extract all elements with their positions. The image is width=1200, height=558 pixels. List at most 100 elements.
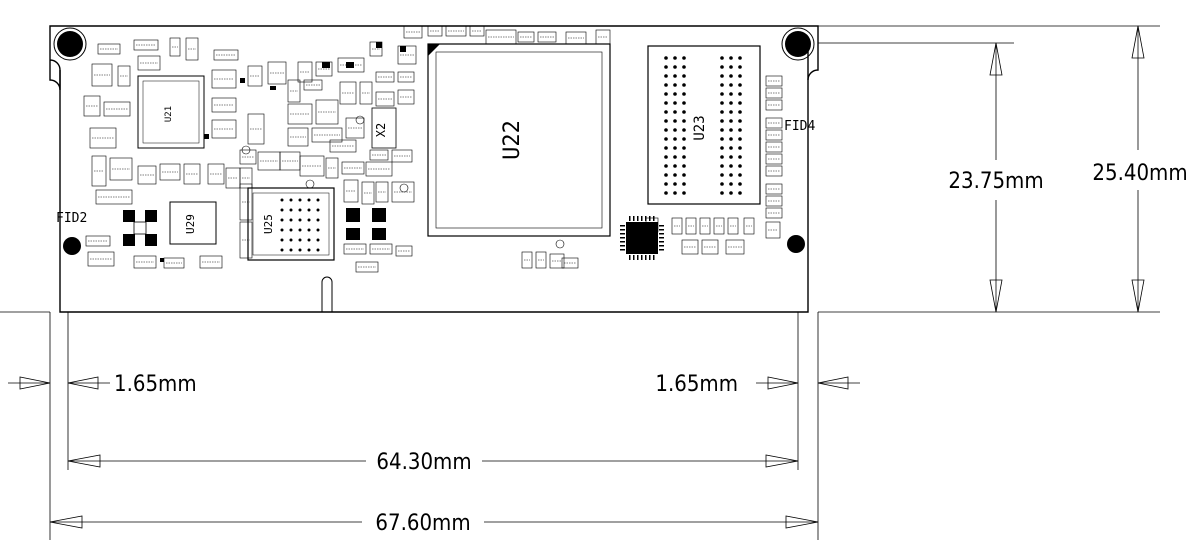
u25-label: U25 [262, 214, 275, 234]
mounting-hole-left-outline [53, 27, 87, 61]
u23-ball [729, 110, 733, 114]
fiducial-left-hole [63, 237, 81, 255]
u23-ball-grid-right [720, 56, 742, 195]
qfn-pin [637, 216, 639, 221]
passive-component [517, 31, 535, 43]
passive-component [169, 37, 181, 57]
u23-ball [729, 182, 733, 186]
passive-component [287, 79, 301, 103]
u23-ball [664, 182, 668, 186]
u23-ball [673, 65, 677, 69]
u23-ball-grid-left [664, 56, 686, 195]
passive-component [397, 45, 417, 65]
u23-ball [682, 155, 686, 159]
passive-component [211, 119, 237, 139]
u25-ball [307, 248, 311, 252]
passive-component [765, 87, 783, 99]
chip-u21: U21 [137, 75, 205, 149]
passive-component [445, 25, 467, 37]
u23-ball [682, 74, 686, 78]
passive-component [207, 163, 225, 185]
polarity-mark [204, 134, 209, 139]
u23-ball [664, 155, 668, 159]
fid4-label: FID4 [784, 119, 815, 134]
u23-ball [664, 191, 668, 195]
u23-ball [673, 146, 677, 150]
passive-component [765, 141, 783, 153]
u22-label: U22 [500, 120, 525, 160]
passive-component [765, 117, 783, 129]
u23-ball [682, 182, 686, 186]
passive-component [521, 251, 533, 269]
passive-component [397, 89, 415, 105]
passive-component [315, 99, 339, 125]
passive-component [701, 239, 719, 255]
u23-ball [664, 74, 668, 78]
passive-component [297, 61, 313, 83]
u29-label: U29 [184, 214, 197, 234]
passive-component [185, 37, 199, 61]
u23-ball [720, 56, 724, 60]
dimension-total-width: 67.60mm [49, 511, 819, 536]
passive-component [535, 251, 547, 269]
mounting-hole-right [785, 31, 811, 57]
passive-component [213, 49, 239, 61]
u25-ball [298, 248, 302, 252]
u25-ball [298, 198, 302, 202]
u25-ball-grid [280, 198, 320, 252]
passive-component [369, 243, 393, 255]
u23-ball [738, 155, 742, 159]
passive-component [765, 165, 783, 177]
dim-total-height-label: 25.40mm [1092, 161, 1187, 186]
qfn-pin [620, 241, 625, 243]
polarity-mark [240, 78, 245, 83]
u23-ball [673, 155, 677, 159]
passive-component [485, 29, 517, 45]
dim-total-width-label: 67.60mm [375, 511, 470, 536]
u23-ball [729, 92, 733, 96]
u25-ball [307, 228, 311, 232]
u25-ball [316, 228, 320, 232]
qfn-pin [633, 216, 635, 221]
chip-u23: U23 [647, 45, 761, 205]
passive-component [247, 113, 265, 145]
passive-component [699, 217, 711, 235]
qfn-pin [629, 216, 631, 221]
passive-component [247, 65, 263, 87]
u23-ball [729, 83, 733, 87]
passive-component [343, 179, 359, 203]
dimension-left-offset: 1.65mm [8, 372, 197, 397]
passive-component [325, 157, 339, 179]
u23-ball [738, 92, 742, 96]
u23-ball [673, 128, 677, 132]
mounting-holes [53, 27, 815, 255]
u25-ball [307, 198, 311, 202]
dimension-inner-height: 23.75mm [948, 42, 1044, 313]
u23-ball [738, 164, 742, 168]
u23-label: U23 [692, 115, 708, 140]
polarity-mark [400, 46, 406, 52]
qfn-pins [620, 216, 664, 260]
u23-ball [682, 110, 686, 114]
passive-component [355, 261, 379, 273]
passive-component [375, 91, 395, 107]
u23-ball [738, 191, 742, 195]
u23-ball [729, 191, 733, 195]
u25-ball [316, 248, 320, 252]
u23-ball [664, 92, 668, 96]
u23-ball [682, 83, 686, 87]
u23-ball [673, 191, 677, 195]
passive-component [725, 239, 745, 255]
x2-label: X2 [374, 123, 388, 137]
board-slot [321, 276, 333, 312]
u23-ball [738, 137, 742, 141]
qfn-pin [659, 249, 664, 251]
u23-ball [673, 56, 677, 60]
u23-ball [682, 92, 686, 96]
u23-ball [664, 128, 668, 132]
passive-component [365, 161, 393, 177]
passive-component [361, 181, 375, 205]
passive-component [765, 75, 783, 87]
dim-inner-height-label: 23.75mm [948, 169, 1043, 194]
